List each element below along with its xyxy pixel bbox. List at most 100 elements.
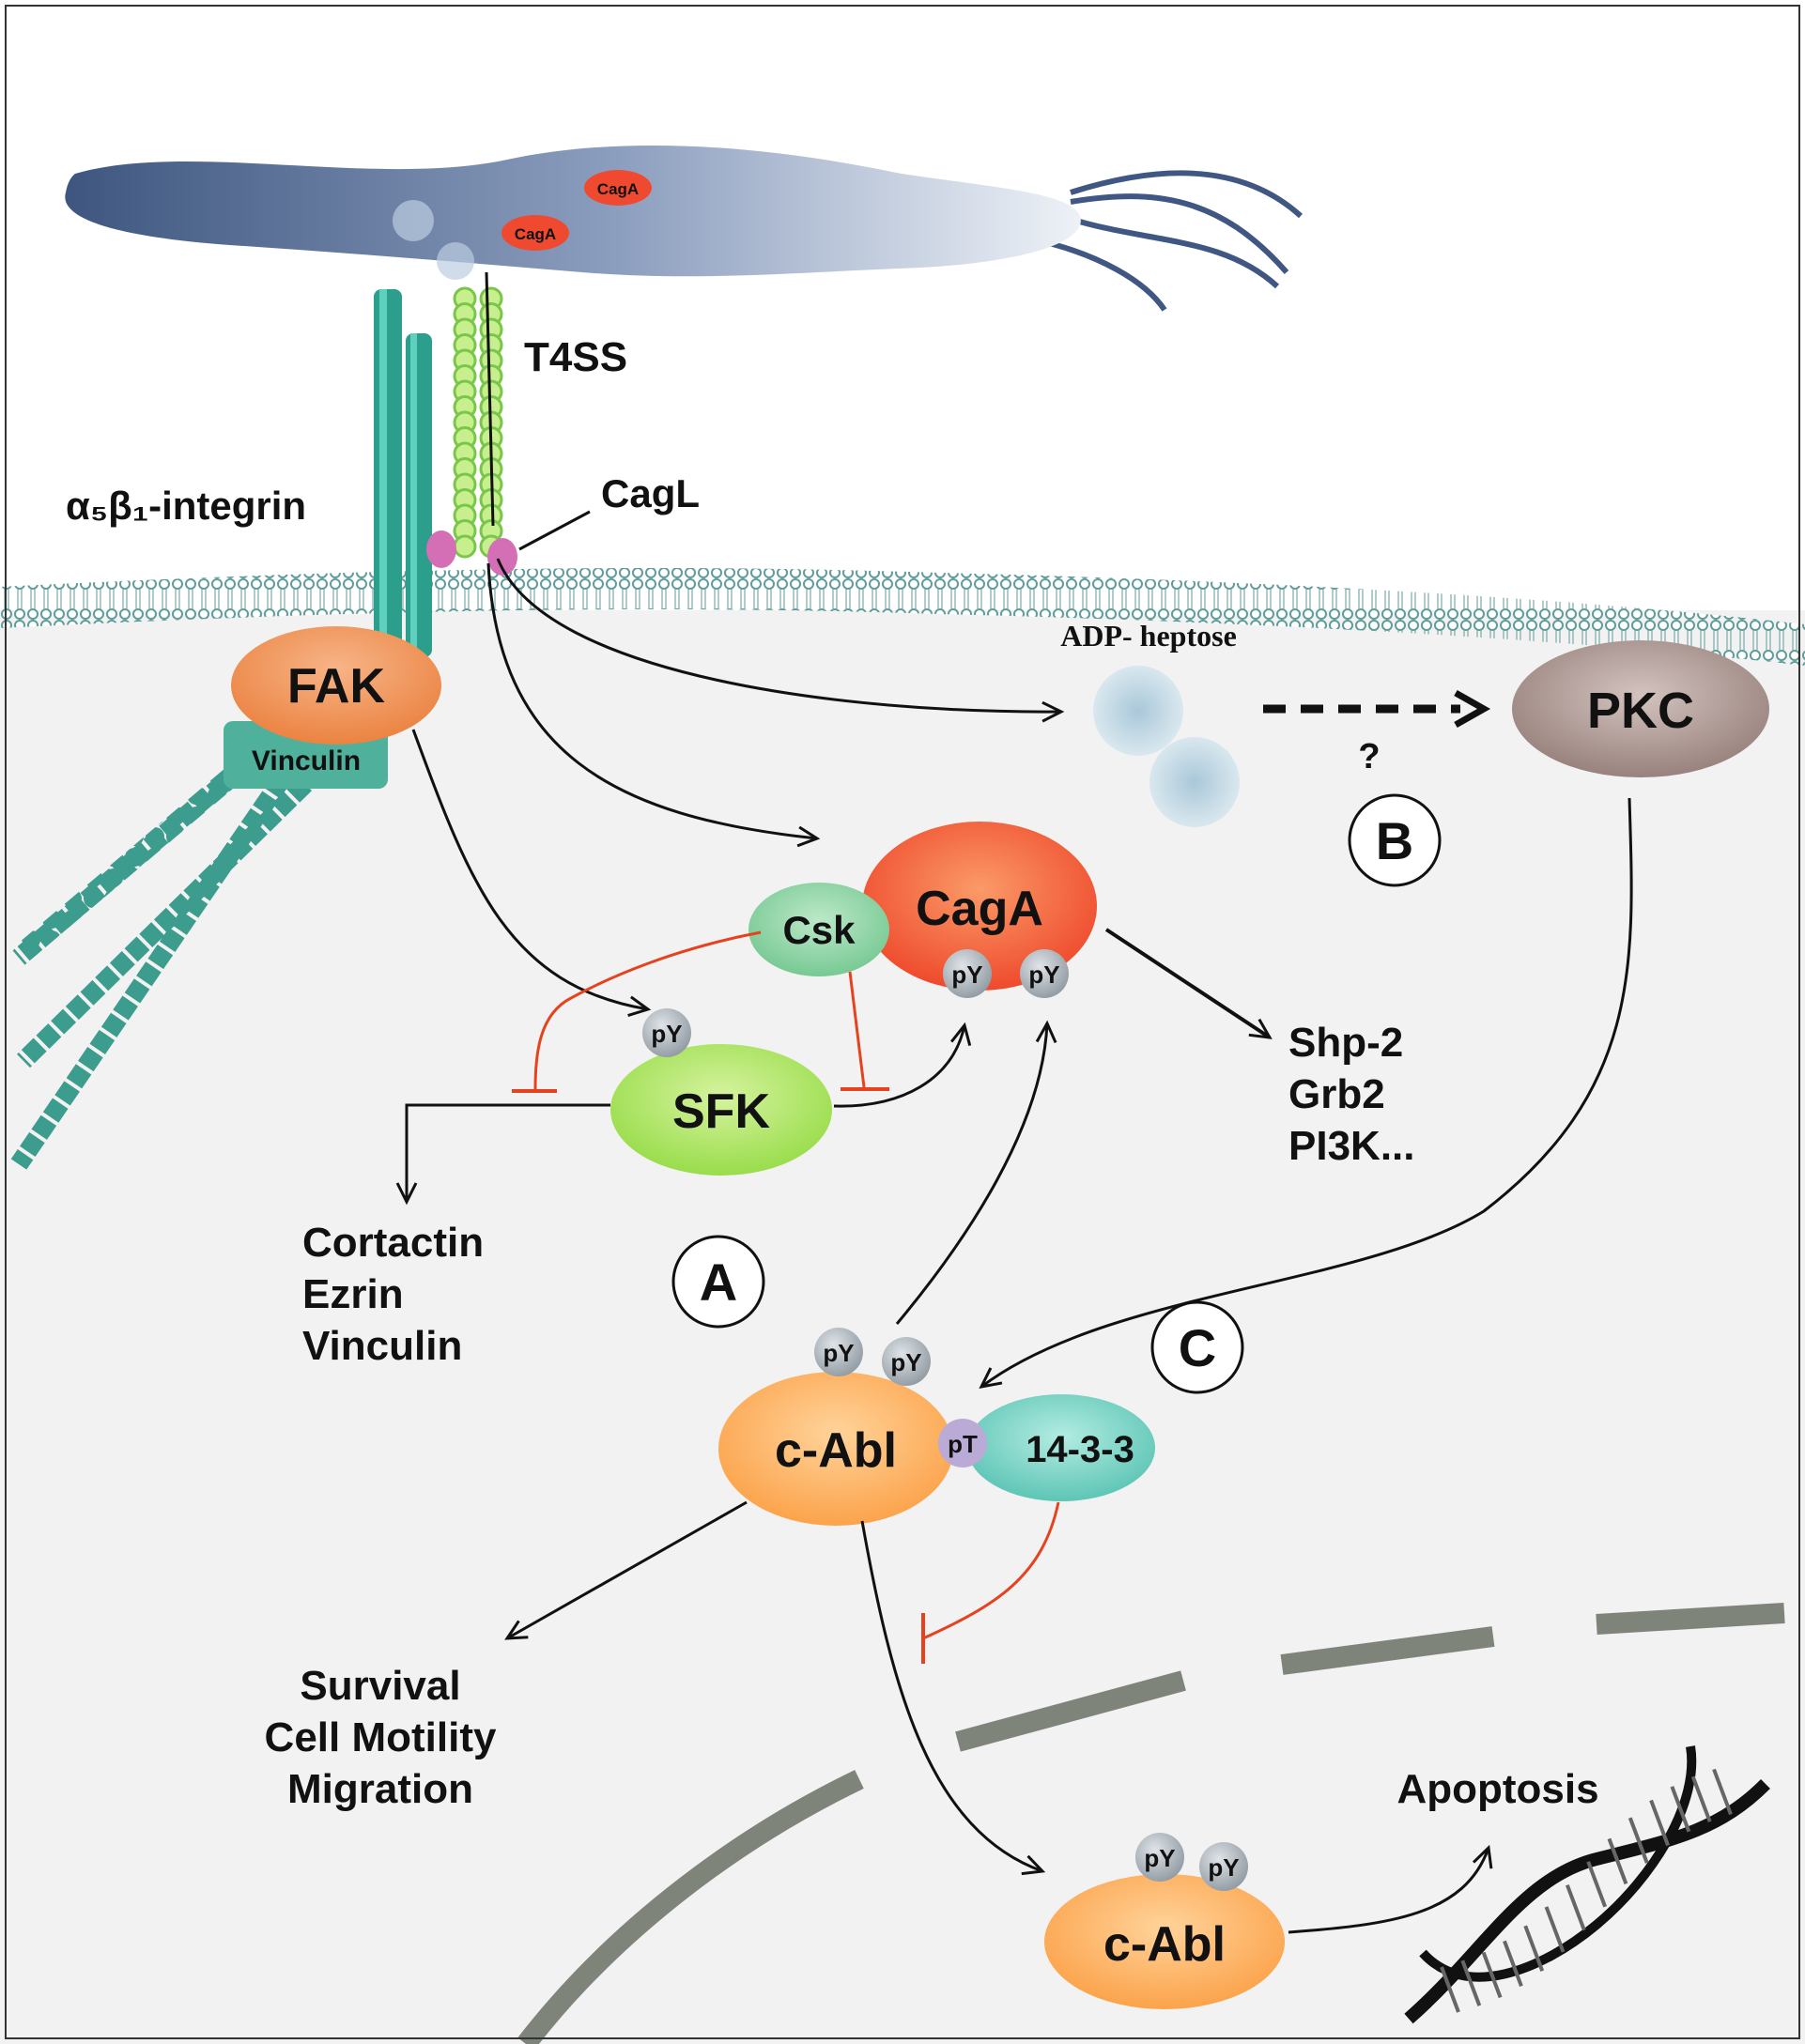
marker-c-label: C bbox=[1179, 1318, 1216, 1377]
translocation-path bbox=[485, 271, 495, 527]
phosphothreonine bbox=[938, 1419, 987, 1468]
dna-base-pair bbox=[1481, 1951, 1503, 1999]
marker-c bbox=[1150, 1300, 1244, 1394]
fak-to-sfk-arrow bbox=[411, 729, 652, 1017]
phosphotyrosine bbox=[882, 1337, 931, 1386]
caga-protein bbox=[862, 822, 1097, 991]
cabl-to-caga-arrow bbox=[895, 1020, 1057, 1325]
integrin-label: α₅β₁-integrin bbox=[66, 484, 306, 528]
pkc-to-cabl-arrow bbox=[979, 797, 1633, 1390]
dna-base-pair bbox=[1670, 1786, 1691, 1833]
bacterial-caga-label: CagA bbox=[597, 180, 639, 198]
phosphotyrosine bbox=[642, 1008, 691, 1057]
cabl-to-nucleus-arrow bbox=[860, 1520, 1046, 1876]
phosphotyrosine-label: pY bbox=[823, 1339, 854, 1367]
protein-14-3-3 bbox=[967, 1394, 1155, 1501]
plasma-membrane bbox=[0, 568, 1805, 666]
dna-base-pair bbox=[1690, 1775, 1712, 1822]
vinculin-box-label: Vinculin bbox=[252, 745, 361, 776]
marker-b-label: B bbox=[1376, 811, 1413, 870]
cagl-pointer bbox=[518, 510, 591, 551]
cabl-outcome: Cell Motility bbox=[265, 1714, 497, 1760]
caga-target: Shp-2 bbox=[1288, 1020, 1403, 1066]
cabl-protein bbox=[718, 1372, 953, 1526]
dna-base-pair bbox=[1544, 1906, 1566, 1953]
nuclear-cabl-protein bbox=[1044, 1874, 1285, 2009]
caga-to-targets-arrow bbox=[1104, 928, 1273, 1039]
sfk-target: Cortactin bbox=[302, 1220, 484, 1266]
caga-target: Grb2 bbox=[1288, 1071, 1385, 1117]
phosphotyrosine bbox=[814, 1328, 863, 1376]
sfk-label: SFK bbox=[672, 1084, 770, 1139]
dna-base-pair bbox=[1523, 1925, 1545, 1972]
bacterial-caga-label: CagA bbox=[515, 225, 556, 243]
sfk-target: Vinculin bbox=[302, 1323, 462, 1369]
caga-target: PI3K... bbox=[1288, 1123, 1415, 1169]
phosphothreonine-label: pT bbox=[948, 1430, 978, 1458]
t4ss-label: T4SS bbox=[524, 334, 627, 380]
phosphotyrosine bbox=[1199, 1842, 1248, 1891]
csk-inhibits-sfk-caga-path bbox=[848, 971, 866, 1088]
cabl-to-survival-arrow bbox=[504, 1500, 748, 1640]
cabl-outcome: Migration bbox=[287, 1766, 473, 1812]
fak-protein bbox=[231, 626, 441, 745]
cabl-label: c-Abl bbox=[775, 1423, 897, 1478]
apoptosis-label: Apoptosis bbox=[1396, 1766, 1598, 1812]
phosphotyrosine bbox=[1020, 949, 1069, 998]
dna-base-pair bbox=[1628, 1817, 1649, 1864]
caga-targets-list: Shp-2 Grb2 PI3K... bbox=[1288, 1020, 1415, 1169]
phosphotyrosine-label: pY bbox=[951, 961, 982, 989]
marker-a bbox=[671, 1235, 765, 1329]
bacterial-caga bbox=[584, 170, 652, 206]
phosphotyrosine-label: pY bbox=[1144, 1844, 1175, 1872]
csk-inhibits-sfk-path bbox=[533, 930, 762, 1090]
cagl-label: CagL bbox=[601, 471, 700, 515]
pkc-protein bbox=[1512, 640, 1769, 777]
helicobacter-bacterium bbox=[65, 145, 1304, 312]
dashed-arrowhead bbox=[1454, 689, 1491, 729]
csk-protein bbox=[748, 883, 889, 976]
cabl-to-apoptosis-arrow bbox=[1288, 1844, 1493, 1934]
nuclear-cabl-label: c-Abl bbox=[1103, 1917, 1226, 1972]
marker-a-label: A bbox=[700, 1253, 737, 1312]
phosphotyrosine bbox=[1135, 1833, 1184, 1882]
figure-frame bbox=[5, 5, 1800, 2039]
dna-base-pair bbox=[1565, 1883, 1586, 1931]
phosphotyrosine bbox=[943, 949, 992, 998]
csk-label: Csk bbox=[782, 908, 856, 952]
dna-helix-icon bbox=[1404, 1745, 1770, 2024]
protein-14-3-3-label: 14-3-3 bbox=[1026, 1429, 1134, 1470]
cabl-outcomes-list: Survival Cell Motility Migration bbox=[265, 1663, 497, 1812]
phosphotyrosine-label: pY bbox=[651, 1020, 682, 1048]
dna-base-pair bbox=[1460, 1959, 1482, 2006]
unknown-step-label: ? bbox=[1358, 737, 1380, 776]
sfk-protein bbox=[610, 1044, 832, 1176]
integrin bbox=[374, 289, 432, 665]
fak-label: FAK bbox=[287, 659, 385, 714]
nuclear-envelope bbox=[517, 1603, 1785, 2044]
cabl-outcome: Survival bbox=[300, 1663, 460, 1709]
dna-base-pair bbox=[1607, 1837, 1628, 1885]
dna-base-pair bbox=[1649, 1799, 1670, 1847]
sfk-targets-list: Cortactin Ezrin Vinculin bbox=[302, 1220, 484, 1369]
pkc-label: PKC bbox=[1587, 683, 1694, 739]
sfk-target: Ezrin bbox=[302, 1271, 404, 1317]
bacterial-caga bbox=[501, 215, 569, 251]
marker-b bbox=[1348, 793, 1442, 887]
cagl-ligand bbox=[426, 530, 456, 568]
1433-inhibits-translocation-path bbox=[922, 1501, 1060, 1640]
adp-heptose-molecule bbox=[1149, 737, 1240, 827]
dna-base-pair bbox=[1712, 1768, 1733, 1816]
caga-label: CagA bbox=[916, 882, 1043, 936]
sfk-to-caga-arrow bbox=[833, 1022, 972, 1108]
adp-heptose-molecule bbox=[1093, 666, 1183, 756]
dna-base-pair bbox=[1586, 1861, 1608, 1908]
phosphotyrosine-label: pY bbox=[1028, 961, 1059, 989]
t4ss-to-heptose-arrow bbox=[496, 558, 1065, 723]
dna-base-pair bbox=[1503, 1940, 1523, 1988]
phosphotyrosine-label: pY bbox=[1208, 1853, 1239, 1882]
cagl-ligand bbox=[487, 538, 517, 576]
sfk-to-cortactin-arrow bbox=[395, 1103, 610, 1206]
t4ss-to-caga-arrow bbox=[486, 562, 821, 848]
